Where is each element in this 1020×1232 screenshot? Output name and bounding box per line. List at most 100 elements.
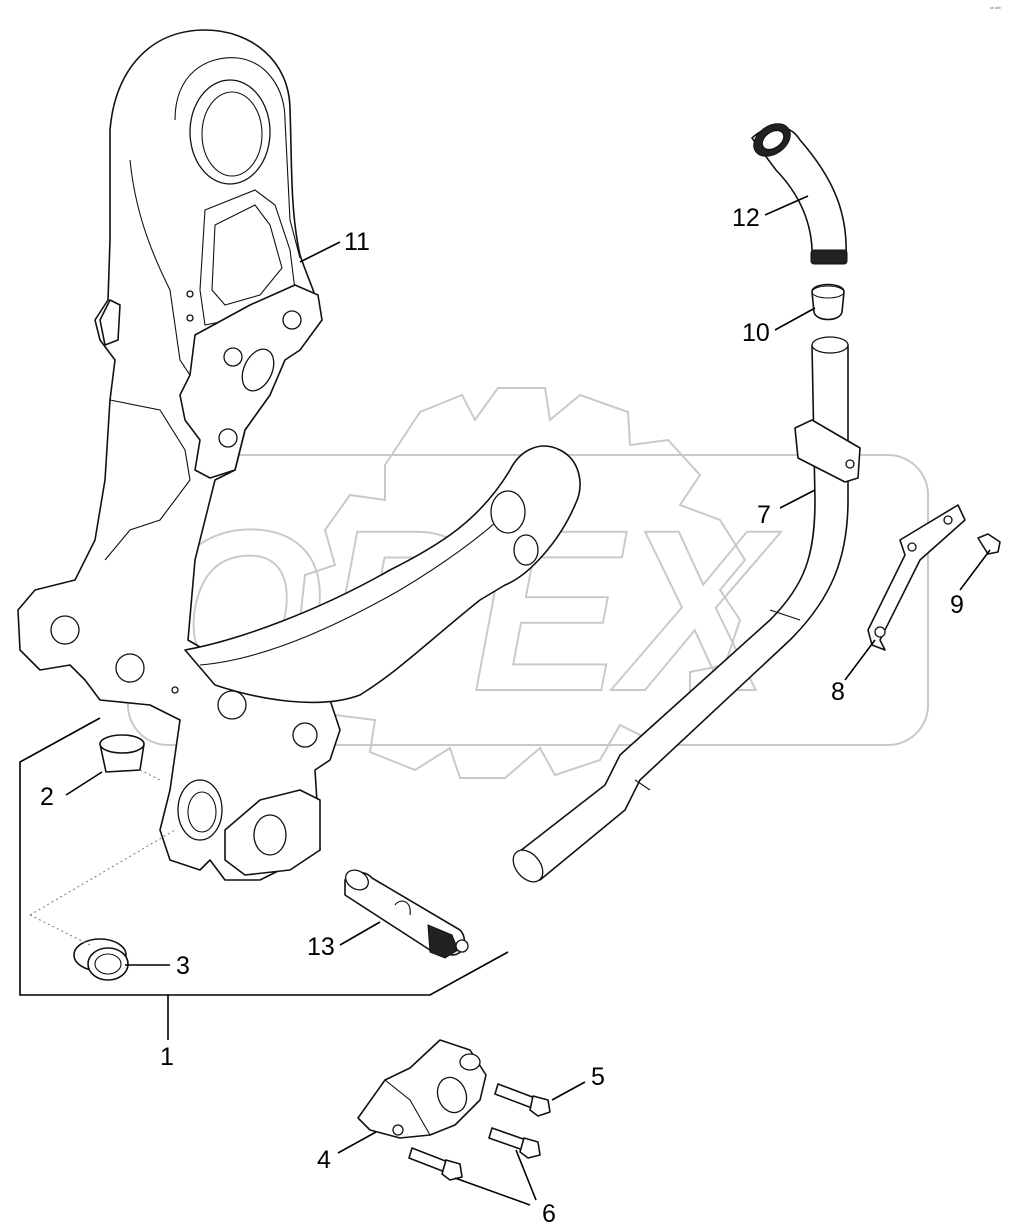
arm-lower-pivot-2 xyxy=(292,722,318,748)
leader-5 xyxy=(551,1081,586,1101)
arm-window-inner xyxy=(211,204,283,306)
part-7-tube xyxy=(512,336,861,883)
bracket-hole-mid xyxy=(907,542,917,552)
bushing-3-face xyxy=(87,947,129,981)
plate-hole-2 xyxy=(223,347,243,367)
plate-slot xyxy=(241,348,275,392)
dashed-alignment-3 xyxy=(29,914,91,946)
callout-6: 6 xyxy=(542,1200,556,1228)
leader-6a xyxy=(515,1149,537,1201)
part-9-bolt xyxy=(977,533,1001,555)
part-3-bushing xyxy=(73,938,129,981)
callout-2: 2 xyxy=(40,783,54,811)
group-bracket xyxy=(19,717,509,996)
bolt-6a-head xyxy=(519,1137,541,1159)
callout-3: 3 xyxy=(176,952,190,980)
tube-bottom-opening xyxy=(512,849,544,883)
bottom-plate-hole xyxy=(253,814,287,856)
lift-link xyxy=(184,445,581,704)
bushing-3-bore xyxy=(94,953,122,975)
lift-link-pin xyxy=(513,534,539,566)
bracket-hole-bottom xyxy=(874,626,886,638)
tube-bend-mark-2 xyxy=(634,779,651,791)
callout-9: 9 xyxy=(950,591,964,619)
part-10-plug xyxy=(811,283,845,321)
block-front-hole xyxy=(392,1124,404,1136)
arm-bottom-bore xyxy=(177,779,223,841)
watermark-gear-outline xyxy=(298,387,747,779)
plate-hole-1 xyxy=(282,310,302,330)
callout-8: 8 xyxy=(831,678,845,706)
dashed-alignment-2 xyxy=(29,829,176,916)
pin-head xyxy=(427,924,459,959)
arm-side-bracket xyxy=(99,299,121,346)
tube-clamp-hole xyxy=(845,459,855,469)
arm-lower-web xyxy=(104,399,191,561)
arm-left-pivot xyxy=(50,615,80,645)
arm-upper-face xyxy=(174,57,301,259)
leader-6b xyxy=(454,1177,531,1206)
callout-labels: 1 2 3 4 5 6 7 8 9 10 11 12 13 xyxy=(40,204,964,1228)
block-body xyxy=(357,1039,487,1139)
plug-top xyxy=(811,285,845,299)
bushing-2-top xyxy=(99,734,145,754)
leader-13 xyxy=(339,921,381,946)
leader-11 xyxy=(299,241,341,263)
leader-7 xyxy=(779,489,816,509)
part-8-bracket xyxy=(867,504,966,651)
arm-lower-pivot xyxy=(217,690,247,720)
leader-lines xyxy=(65,195,991,1206)
leader-2 xyxy=(65,771,103,796)
block-edge xyxy=(384,1079,431,1136)
tube-clamp xyxy=(794,419,861,483)
leader-10 xyxy=(774,307,816,331)
arm-bottom-bore-inner xyxy=(187,791,217,833)
callout-5: 5 xyxy=(591,1063,605,1091)
arm-top-bore-inner xyxy=(201,91,263,177)
bolt-9-body xyxy=(977,533,1001,555)
plug-body xyxy=(811,283,845,321)
callout-13: 13 xyxy=(307,933,335,961)
leader-8 xyxy=(844,639,876,681)
part-6-bolts xyxy=(408,1127,541,1181)
leader-9 xyxy=(959,549,991,591)
part-12-hose-elbow xyxy=(751,123,848,265)
pin-nut xyxy=(455,939,469,953)
callout-12: 12 xyxy=(732,204,760,232)
callout-10: 10 xyxy=(742,319,770,347)
pin-groove xyxy=(394,900,411,916)
block-side-bore xyxy=(436,1076,468,1114)
plate-hole-3 xyxy=(218,428,238,448)
dashed-alignment-1 xyxy=(139,769,161,781)
assembly-group-lines xyxy=(19,717,509,1040)
tube-top-opening xyxy=(811,336,849,354)
callout-4: 4 xyxy=(317,1146,331,1174)
tube-bend-mark xyxy=(769,609,801,621)
leader-4 xyxy=(337,1131,377,1154)
bolt-6b-head xyxy=(441,1159,463,1181)
arm-mid-pivot xyxy=(115,653,145,683)
part-4-block xyxy=(357,1039,487,1139)
bolt-6b-shank xyxy=(408,1147,449,1173)
pin-end xyxy=(345,869,369,891)
part-5-bolt xyxy=(494,1083,551,1117)
part-13-pin xyxy=(344,869,469,959)
part-11-arm-casting xyxy=(17,29,341,881)
bracket-body xyxy=(867,504,966,651)
arm-main-body xyxy=(17,29,341,881)
bracket-hole-top xyxy=(943,515,953,525)
callout-1: 1 xyxy=(160,1043,174,1071)
block-top-boss xyxy=(459,1053,481,1071)
small-hole-2 xyxy=(186,314,194,322)
small-hole-1 xyxy=(186,290,194,298)
hose-elbow-top-bore xyxy=(761,129,785,151)
callout-11: 11 xyxy=(344,228,370,256)
corner-mark: ᵃᵇ ᵃᵇᵇ xyxy=(990,6,1001,12)
callout-7: 7 xyxy=(757,501,771,529)
small-hole-3 xyxy=(171,686,179,694)
bolt-5-head xyxy=(529,1095,551,1117)
lift-link-edge xyxy=(199,499,521,666)
leader-12 xyxy=(764,195,809,216)
lift-link-body xyxy=(184,445,581,704)
